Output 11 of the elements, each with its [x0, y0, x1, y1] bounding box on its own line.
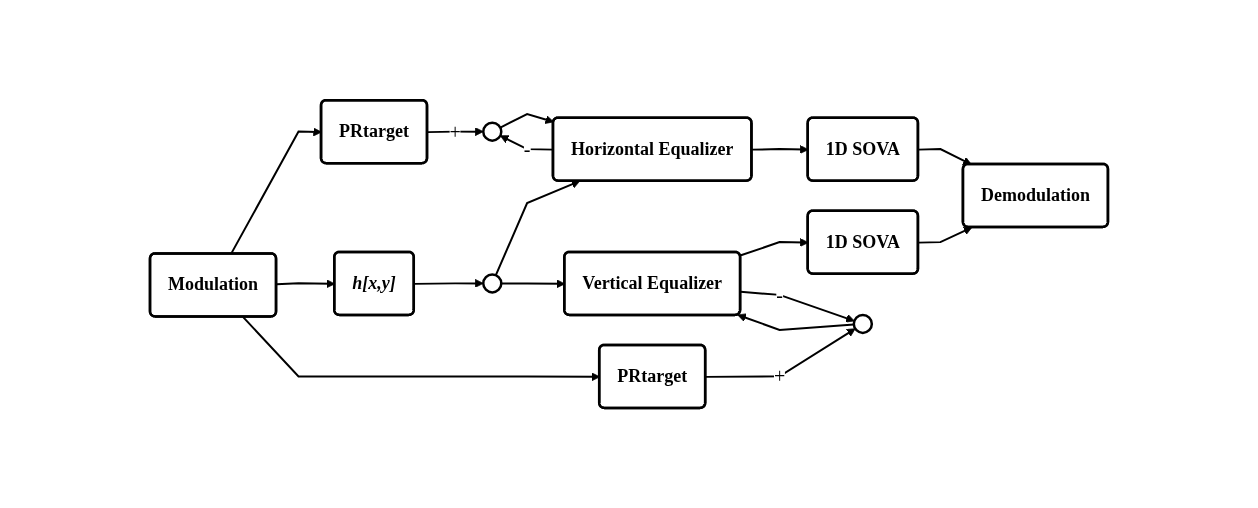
- arrow: [917, 226, 973, 244]
- node-circle: [852, 313, 874, 335]
- node-circle: [482, 121, 503, 142]
- edge-label: -: [776, 283, 783, 306]
- arrow: [413, 279, 484, 288]
- edge-label: +: [449, 120, 461, 143]
- arrow: [917, 148, 972, 165]
- arrow: [499, 113, 555, 129]
- node-circle: [482, 273, 503, 294]
- edge-label: -: [523, 138, 531, 161]
- edge-label: +: [773, 365, 786, 388]
